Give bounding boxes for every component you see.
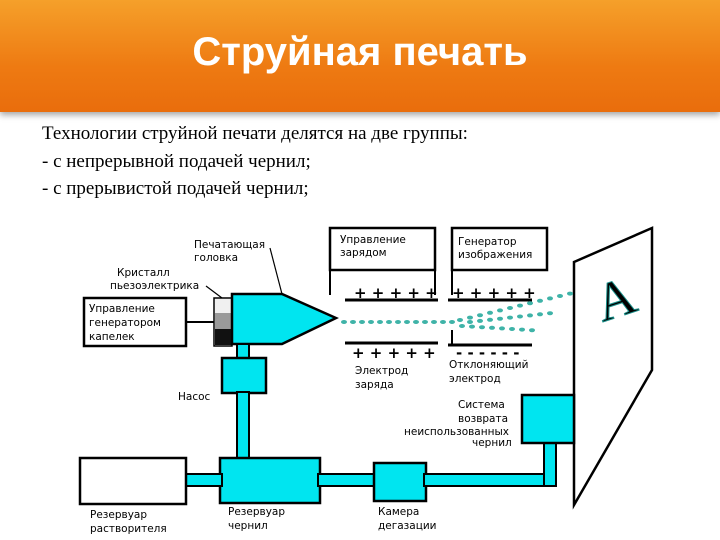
feed-pipe (236, 391, 250, 461)
ink-drop (519, 327, 525, 332)
ink-drop (489, 325, 495, 330)
ink-drop (459, 324, 465, 328)
ink-drop (537, 312, 543, 317)
solvent-reservoir-label: растворителя (90, 523, 167, 535)
ink-drop (341, 320, 347, 324)
ink-drop (377, 320, 383, 324)
drop-gen-label: капелек (89, 331, 135, 343)
degassing-label: Камера (378, 506, 419, 518)
crystal-label: Кристалл (117, 267, 170, 279)
deflect-electrode-label: электрод (449, 373, 501, 385)
title-banner: Струйная печать (0, 0, 720, 112)
intro-line: - с прерывистой подачей чернил; (42, 178, 309, 199)
ink-drop (359, 320, 365, 324)
pump (220, 356, 268, 395)
degassing-label: дегазации (378, 520, 436, 532)
print-head-label: головка (194, 252, 238, 264)
ink-drop (557, 294, 563, 298)
ink-drop (527, 313, 533, 318)
ink-drop (547, 311, 553, 316)
ink-drop (431, 320, 437, 324)
pump-label: Насос (178, 391, 211, 403)
plus-signs: + + + + + (452, 284, 536, 302)
print-head-label: Печатающая (194, 239, 265, 251)
ink-drop (517, 303, 523, 308)
charge-electrode-label: заряда (355, 379, 394, 391)
ink-drop (413, 320, 419, 324)
ink-drop (449, 320, 455, 324)
ink-drop (457, 318, 463, 322)
drop-gen-label: Управление (89, 303, 155, 315)
drop-generator-control-box (82, 296, 188, 348)
return-pipe (317, 473, 377, 487)
degassing-chamber (372, 461, 428, 503)
return-system-label: чернил (472, 437, 512, 449)
intro-line: Технологии струйной печати делятся на дв… (42, 123, 468, 144)
ink-drop (547, 296, 553, 301)
pointer-line (269, 247, 283, 295)
ink-reservoir-label: Резервуар (228, 506, 285, 518)
return-pipe (543, 439, 557, 487)
return-system-label: возврата (458, 413, 508, 425)
return-system-label: Система (458, 399, 505, 411)
minus-signs: - - - - - - (456, 344, 519, 362)
ink-drop (567, 291, 573, 296)
slide-title: Струйная печать (192, 30, 528, 74)
ink-drop (537, 298, 543, 303)
image-generator-label: изображения (458, 249, 532, 261)
return-system-label: неиспользованных (404, 426, 509, 438)
print-head (230, 292, 339, 346)
charge-control-label: Управление (340, 234, 406, 246)
ink-drop (395, 320, 401, 324)
ink-drop (404, 320, 410, 324)
ink-drop (527, 301, 533, 306)
ink-drop (467, 320, 473, 324)
ink-reservoir-label: чернил (228, 520, 268, 532)
ink-drop (479, 325, 485, 330)
intro-line: - с непрерывной подачей чернил; (42, 150, 311, 172)
charge-control-label: зарядом (340, 247, 387, 259)
ink-drop (469, 324, 475, 329)
ink-drop (422, 320, 428, 324)
ink-drop (477, 313, 483, 318)
plus-signs: + + + + + (352, 344, 436, 362)
pointer-line (205, 285, 223, 299)
ink-reservoir (218, 456, 322, 505)
plus-signs: + + + + + (354, 284, 438, 302)
return-system (520, 393, 576, 445)
ink-drop (497, 316, 503, 321)
ink-drop (386, 320, 392, 324)
ink-drop (368, 320, 374, 324)
ink-drop-stream (341, 291, 573, 333)
piezo-layer (215, 329, 231, 345)
drop-gen-label: генератором (89, 317, 161, 329)
ink-drop (529, 328, 535, 333)
ink-drop (497, 308, 503, 313)
image-generator-label: Генератор (458, 236, 517, 248)
deflect-electrode-label: Отклоняющий (449, 359, 528, 371)
ink-drop (487, 317, 493, 322)
ink-drop (440, 320, 446, 324)
ink-drop (350, 320, 356, 324)
intro-text: Технологии струйной печати делятся на дв… (42, 120, 468, 203)
ink-drop (499, 326, 505, 331)
ink-drop (467, 315, 473, 320)
piezo-layer (215, 313, 231, 329)
solvent-reservoir (78, 456, 188, 506)
ink-drop (517, 314, 523, 319)
ink-drop (507, 306, 513, 310)
charge-electrode-label: Электрод (355, 365, 408, 377)
piezo-layer (215, 299, 231, 313)
ink-drop (487, 310, 493, 315)
solvent-reservoir-label: Резервуар (90, 509, 147, 521)
ink-drop (509, 327, 515, 331)
crystal-label: пьезоэлектрика (110, 280, 199, 292)
image-generator-box (450, 226, 549, 272)
ink-drop (507, 315, 513, 320)
solvent-pipe (185, 473, 223, 487)
return-pipe (423, 473, 557, 487)
ink-drop (477, 318, 483, 323)
